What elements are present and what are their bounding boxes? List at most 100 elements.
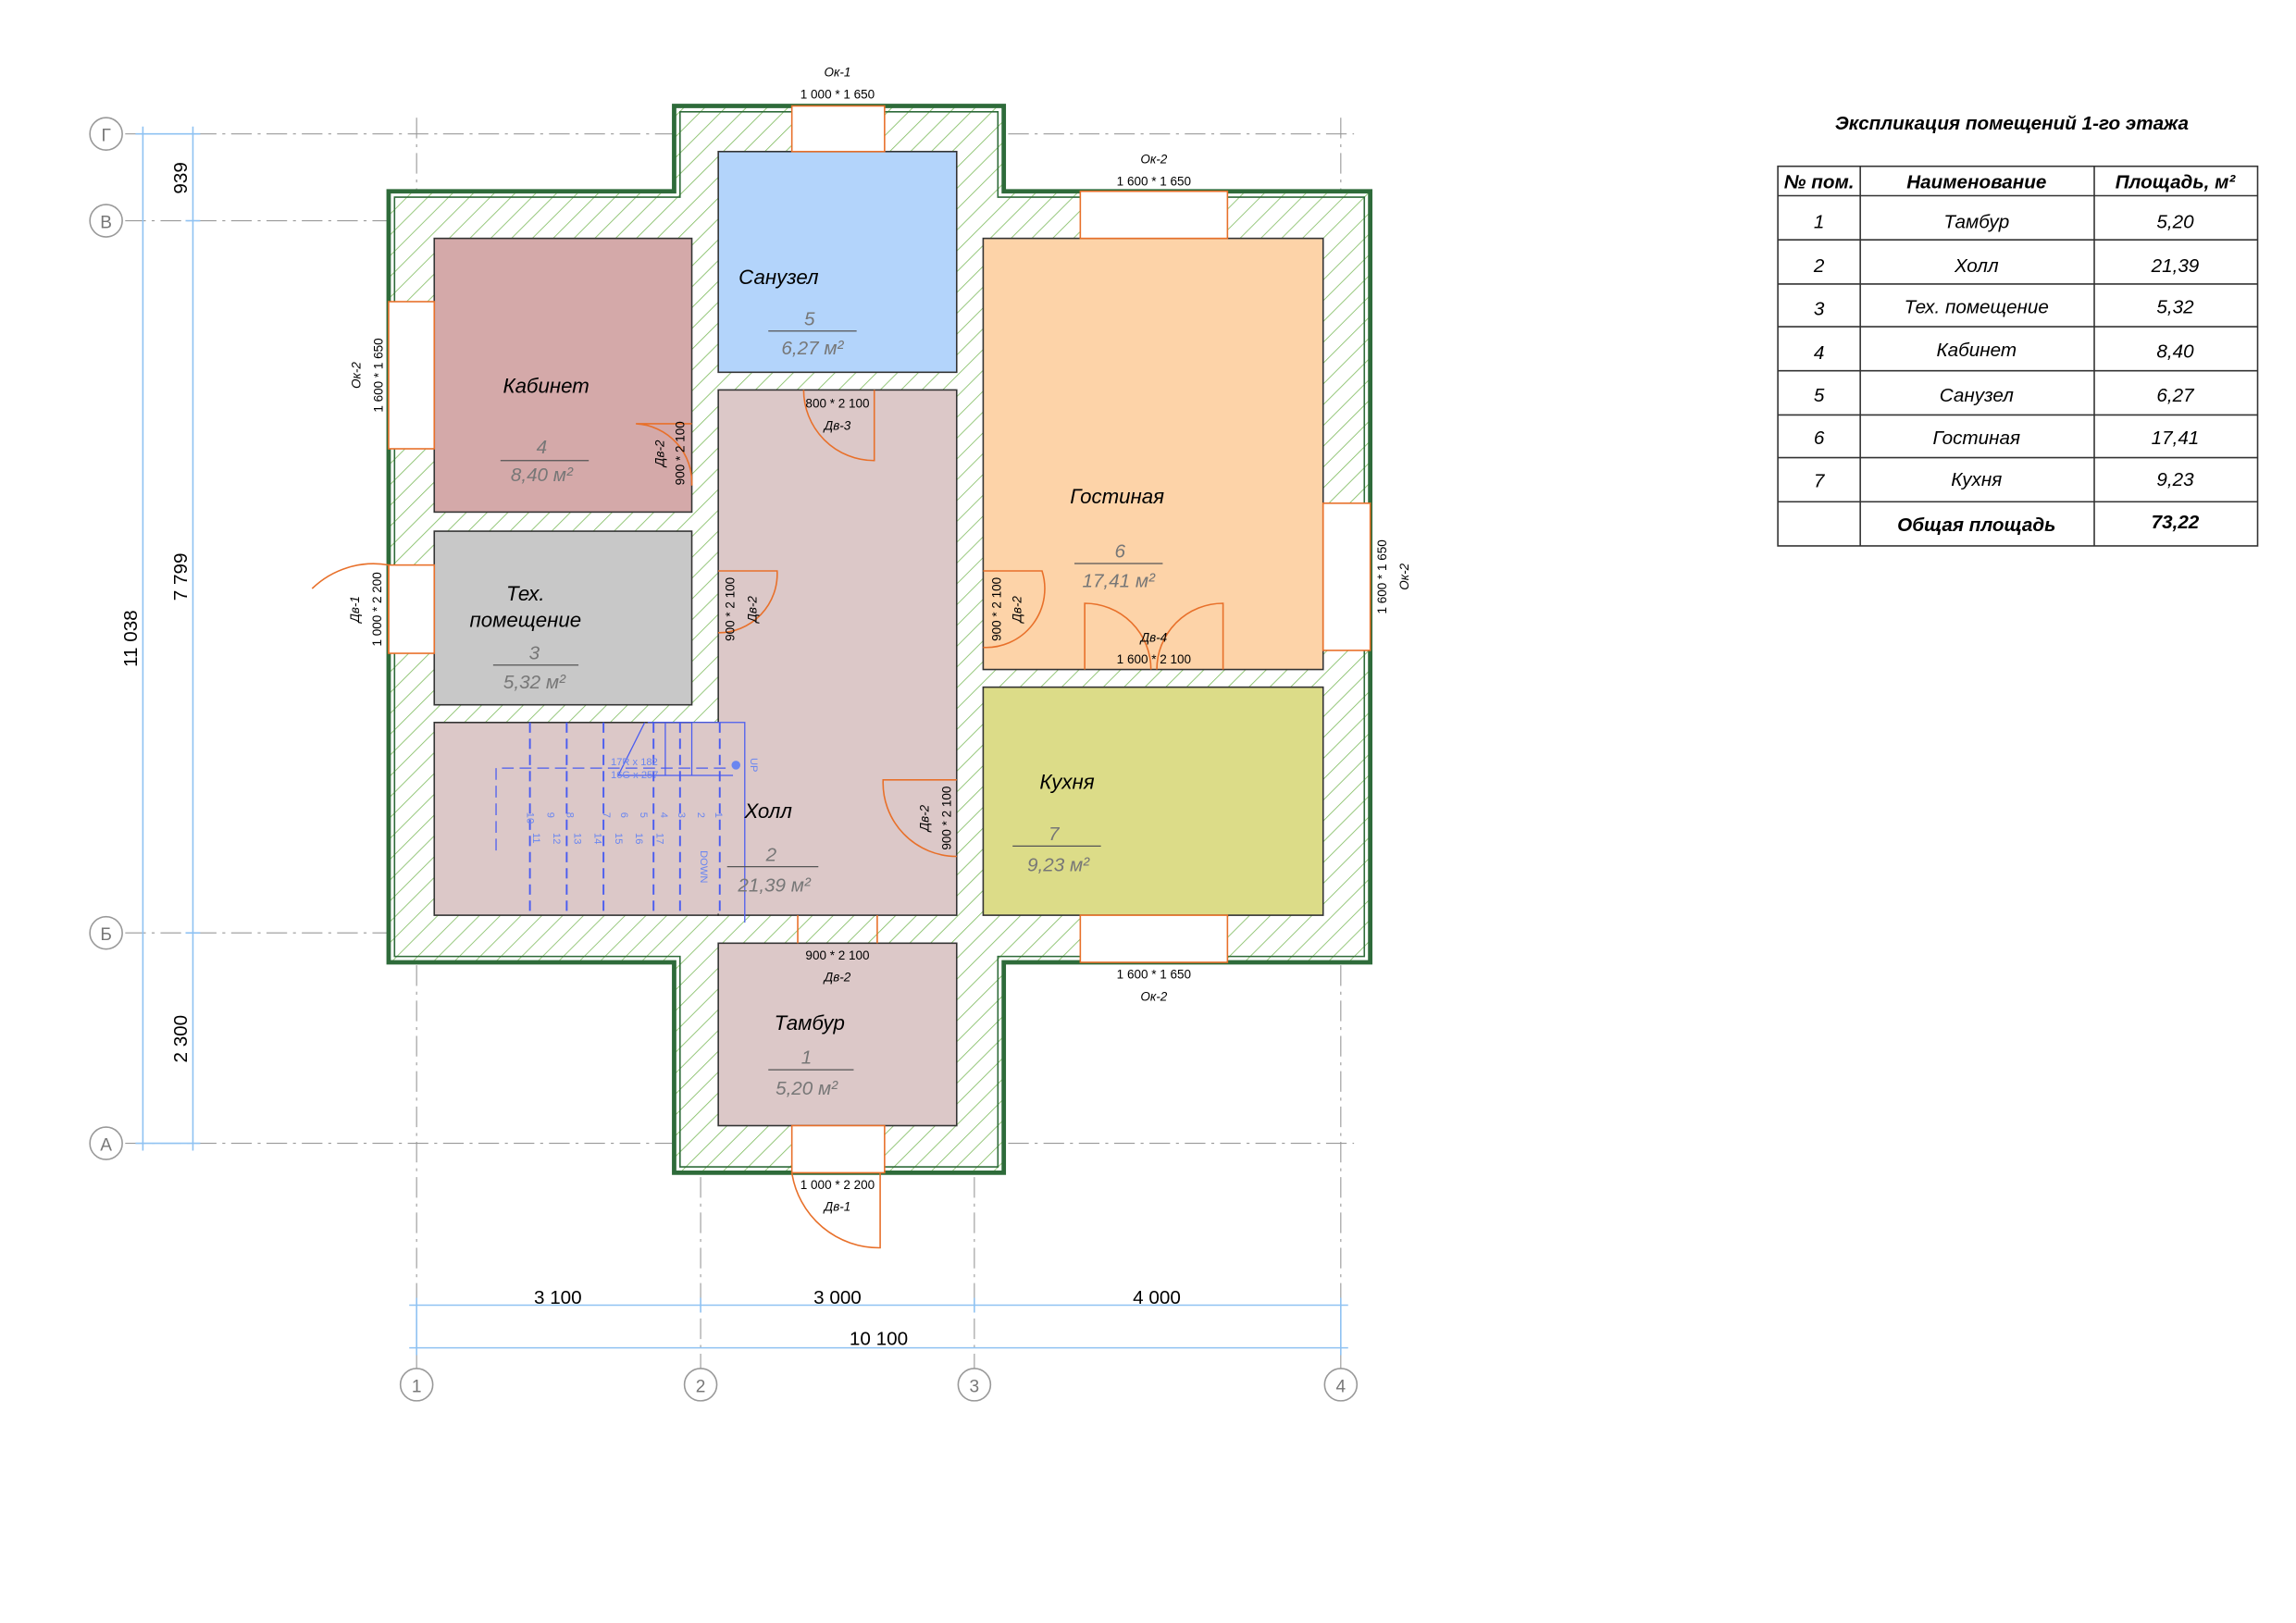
svg-text:2: 2 [695,812,706,818]
svg-text:9,23: 9,23 [2156,469,2194,490]
dim-left-11038: 11 038 [120,610,142,667]
room-area-kuhnya: 9,23 м² [1027,854,1090,875]
table-header-name: Наименование [1906,172,2046,193]
dv2-gostinaya-mark: Дв-2 [1011,596,1024,625]
svg-text:4: 4 [658,812,669,818]
ok1-top-size: 1 000 * 1 650 [800,88,875,102]
door-swing-dv2-tambur [797,915,878,944]
dimension-lines [135,126,1348,1356]
dim-left-939: 939 [170,162,192,193]
door-swing-dv2-kabinet [636,423,693,486]
stair-down-label: DOWN [698,850,709,883]
window-ok2-left [388,301,436,450]
room-name-hall: Холл [744,799,793,823]
door-swing-dv2-kuhnya [882,779,957,858]
dv3-size: 800 * 2 100 [805,396,869,410]
ok2-left-mark: Ок-2 [350,362,364,389]
door-dv1-bottom-opening [790,1124,886,1174]
table-header-number: № пом. [1784,172,1855,193]
dv2-gostinaya-size: 900 * 2 100 [989,577,1003,641]
svg-text:3: 3 [676,812,687,818]
explication-table [1777,165,2259,547]
svg-text:5: 5 [638,812,649,818]
axis-label-2: 2 [696,1377,706,1396]
svg-text:15: 15 [613,833,624,844]
dv1-bottom-mark: Дв-1 [823,1200,851,1214]
staircase [495,722,746,923]
dv1-left-mark: Дв-1 [348,596,362,625]
axis-bubbles [89,117,1359,1402]
room-number-kabinet: 4 [537,437,548,458]
dv2-hall-mark: Дв-2 [746,596,760,625]
svg-text:1: 1 [1814,211,1825,232]
windows [388,105,1371,1174]
dv2-kabinet-mark: Дв-2 [652,440,666,468]
door-swing-dv4 [1084,602,1224,670]
stair-step-numbers: 1 2 3 4 5 6 7 8 9 10 11 12 13 14 15 16 1… [524,812,724,845]
dim-bottom-10100: 10 100 [850,1328,908,1349]
svg-text:Тамбур: Тамбур [1943,211,2009,232]
svg-text:10: 10 [524,812,535,824]
dv2-kuhnya-size: 900 * 2 100 [939,787,953,850]
table-header-area: Площадь, м² [2116,172,2237,193]
room-number-tambur: 1 [801,1047,813,1069]
svg-text:8: 8 [564,812,575,818]
axis-label-a: А [100,1136,112,1156]
axis-label-3: 3 [970,1377,980,1396]
dim-bottom-3100: 3 100 [534,1287,582,1308]
dv4-mark: Дв-4 [1139,630,1168,644]
dv2-kuhnya-mark: Дв-2 [918,804,932,833]
svg-text:Холл: Холл [1954,255,1999,277]
dv2-tambur-mark: Дв-2 [823,971,851,985]
svg-text:11: 11 [530,833,541,844]
room-labels [492,330,1163,1071]
table-total-label: Общая площадь [1897,514,2055,536]
svg-text:1: 1 [713,812,724,818]
ok1-top-mark: Ок-1 [825,66,851,80]
room-tambur[interactable] [717,942,958,1127]
svg-text:5,20: 5,20 [2156,211,2194,232]
dv4-size: 1 600 * 2 100 [1117,652,1191,666]
dim-bottom-3000: 3 000 [813,1287,862,1308]
room-number-sanuzel: 5 [804,308,815,329]
room-hall[interactable] [717,389,958,916]
room-tech[interactable] [433,530,693,706]
dv3-mark: Дв-3 [823,418,851,432]
svg-text:13: 13 [571,833,582,844]
room-name-sanuzel: Санузел [738,266,819,289]
svg-text:6: 6 [618,812,629,818]
svg-text:21,39: 21,39 [2151,255,2200,277]
svg-text:Кухня: Кухня [1951,469,2002,490]
door-swing-dv2-gostinaya [983,570,1046,649]
svg-text:6: 6 [1814,427,1825,449]
dv2-hall-size: 900 * 2 100 [724,577,738,641]
svg-text:16: 16 [633,833,644,844]
stair-up-label: UP [748,758,759,772]
stair-goings: 16G x 257 [611,770,658,781]
room-sanuzel[interactable] [717,150,958,374]
svg-text:5: 5 [1814,385,1825,406]
svg-text:Санузел: Санузел [1940,385,2015,406]
table-total-value: 73,22 [2152,512,2200,533]
ok2-top-mark: Ок-2 [1140,153,1167,167]
ok2-bottom-mark: Ок-2 [1140,989,1167,1003]
svg-text:Гостиная: Гостиная [1933,427,2020,449]
stair-risers: 17R x 182 [611,757,658,768]
dim-left-2300: 2 300 [170,1015,192,1063]
door-dv1-left-opening [388,564,436,654]
room-number-gostinaya: 6 [1115,541,1126,563]
svg-text:17: 17 [653,833,664,844]
door-swing-dv1-bottom [790,1172,881,1249]
svg-text:7: 7 [601,812,612,818]
dv1-left-size: 1 000 * 2 200 [370,572,384,646]
dv1-bottom-size: 1 000 * 2 200 [800,1178,875,1192]
svg-text:17,41: 17,41 [2152,427,2200,449]
door-swing-dv2-hall [718,570,778,634]
room-gostinaya[interactable] [982,237,1324,671]
room-hall-stair-area[interactable] [433,721,719,916]
ok2-top-size: 1 600 * 1 650 [1117,174,1191,188]
room-kuhnya[interactable] [982,686,1324,916]
room-kabinet[interactable] [433,237,693,514]
room-area-tambur: 5,20 м² [776,1078,838,1099]
